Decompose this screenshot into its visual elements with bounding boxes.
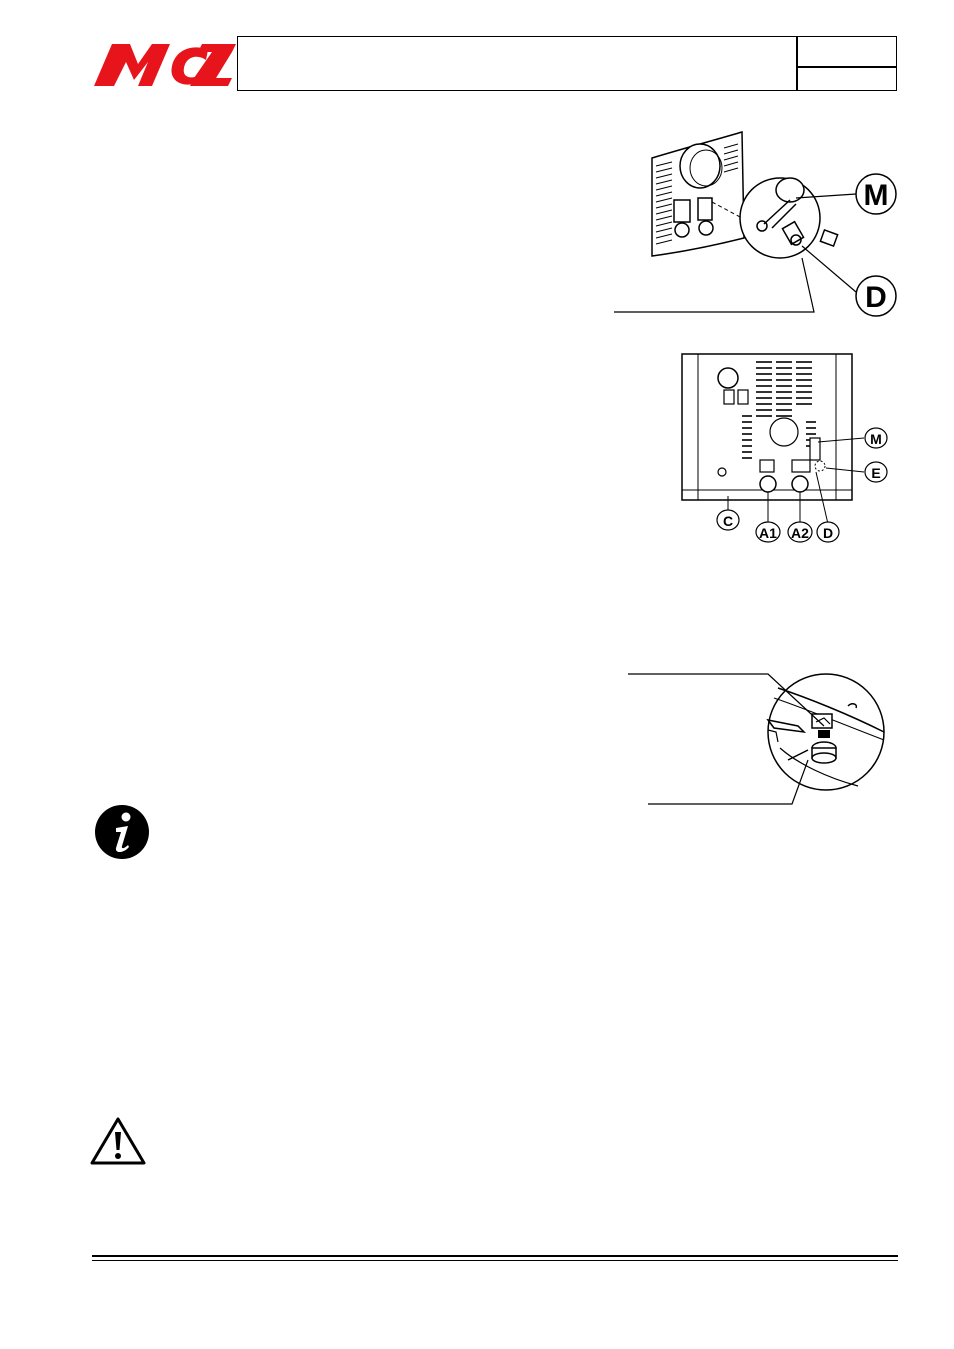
footer-rule xyxy=(92,1255,898,1257)
mcz-logo xyxy=(94,44,236,86)
header-box xyxy=(237,36,897,91)
callout-a2: A2 xyxy=(791,525,809,541)
callout-d2: D xyxy=(823,525,833,541)
figure-foot-detail xyxy=(628,673,885,805)
figure-outlet-detail: M D xyxy=(614,130,897,317)
callout-m2: M xyxy=(870,431,882,447)
callout-a1: A1 xyxy=(759,525,777,541)
info-icon xyxy=(95,805,149,859)
callout-c: C xyxy=(723,513,733,529)
figure-rear-view: M E C A1 A2 D xyxy=(681,353,888,543)
callout-e: E xyxy=(871,465,880,481)
warning-icon xyxy=(90,1117,146,1165)
callout-m: M xyxy=(864,179,889,212)
footer-rule-thin xyxy=(92,1260,898,1261)
callout-d: D xyxy=(865,281,887,314)
